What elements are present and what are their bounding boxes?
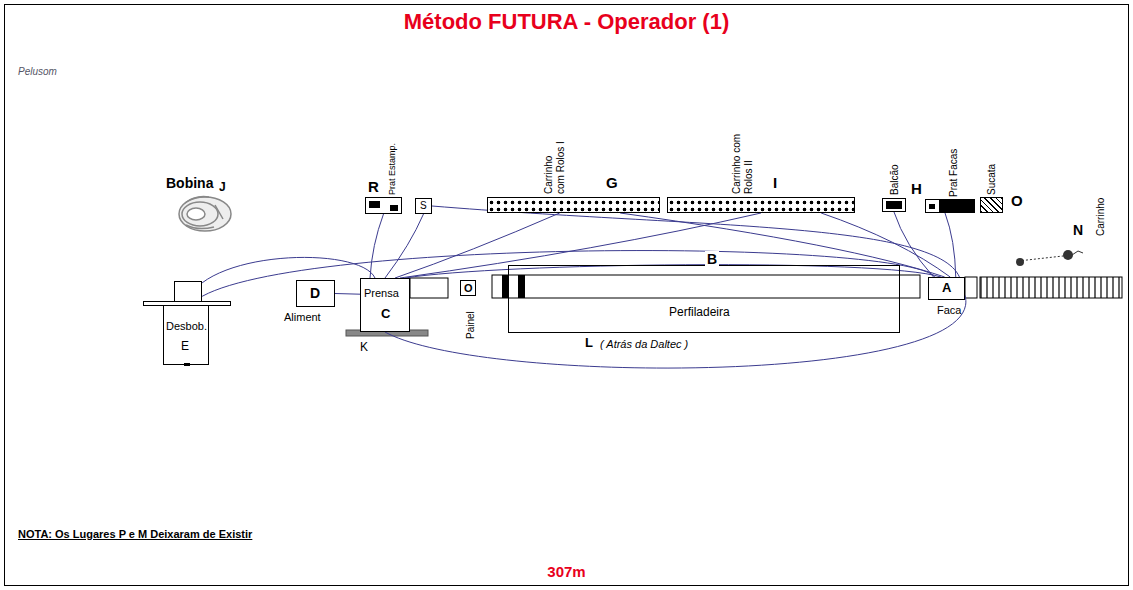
node-label: Balcão [889,164,901,195]
node-sublabel: Prat Facas [948,149,960,197]
part-name: Bobina [166,175,213,191]
part-detail [939,200,975,212]
walk-line [405,265,941,278]
node-label: O [464,282,473,295]
callout-letter: B [705,251,719,267]
walk-line [370,214,384,278]
walk-path [620,213,944,277]
walk-path [432,206,959,277]
note-text: NOTA: Os Lugares P e M Deixaram de Exist… [18,528,252,541]
callout-letter: J [219,181,226,195]
signature: Pelusom [18,66,57,78]
stamp-shelf: RPrat Estamp. [365,197,402,214]
counter-box: Balcão [882,198,906,212]
part-detail [886,201,902,209]
part-detail [369,201,380,208]
walk-path [335,293,360,295]
feeder-box: DAliment [296,280,335,307]
walk-path [821,213,950,277]
part-name: Carrinho [1095,198,1107,236]
walk-line [945,213,956,277]
press-box: PrensaC [360,278,410,332]
scrap-bin: SucataO [980,197,1003,213]
node-sublabel: Painel [465,311,477,339]
callout-letter: L [585,336,593,351]
node-label: Perfiladeira [669,306,730,320]
roll-cart: Carrinho com Rolos IG [487,197,660,213]
callout-letter: N [1073,222,1083,238]
walk-line [385,214,424,278]
walk-line [335,293,360,295]
page-title: Método FUTURA - Operador (1) [0,9,1133,34]
node-label: D [310,285,320,301]
walk-line [432,206,959,277]
node-label: H [911,180,922,197]
callout-letter: K [360,341,368,355]
uncoiler-box: Desbob. E [163,305,209,365]
node-label: Sucata [986,164,998,195]
node-label: Carrinho com Rolos II [731,130,754,194]
node-sublabel: Faca [937,304,961,317]
cart-drawing [1016,250,1083,266]
node-label: S [420,200,427,212]
walk-path [400,213,761,278]
part-detail [143,301,231,306]
node-label: Carrinho com Rolos I [543,134,566,194]
part-detail [390,205,398,211]
knife-shelf: HPrat Facas [925,199,975,213]
walk-path [405,265,941,278]
node-sublabel: I [773,174,777,191]
node-label: Desbob. [166,320,207,333]
profiler-machine: Perfiladeira [508,265,900,333]
output-comb [980,277,1122,298]
roll-cart: Carrinho com Rolos III [667,197,855,213]
press-side-box [410,278,448,298]
walk-line [400,213,761,278]
profiler-strip [492,275,920,298]
panel-box: OPainel [460,280,476,296]
walk-path [370,214,384,278]
node-label: A [942,281,951,296]
distance-caption: 307m [0,563,1133,580]
node-sublabel: E [181,340,189,354]
part-detail [929,204,935,209]
walk-line [385,295,966,368]
node-label: R [368,178,379,195]
node-sublabel: Prat Estamp. [387,143,397,195]
walk-line [821,213,950,277]
knife-box: AFaca [928,277,965,300]
coil-drawing [179,197,231,231]
walk-path [385,214,424,278]
node-sublabel: O [1011,192,1023,209]
page-frame [5,5,1129,586]
place-note: ( Atrás da Daltec ) [600,338,688,351]
walk-path [945,213,956,277]
node-sublabel: C [381,307,390,322]
part-detail [174,281,202,302]
walk-line [620,213,944,277]
s-box: S [415,198,432,214]
knife-strip [965,277,977,298]
walk-path [385,295,966,368]
node-sublabel: G [606,174,618,191]
node-label: Prensa [364,287,399,300]
node-sublabel: Aliment [284,311,321,324]
part-detail [184,363,190,366]
